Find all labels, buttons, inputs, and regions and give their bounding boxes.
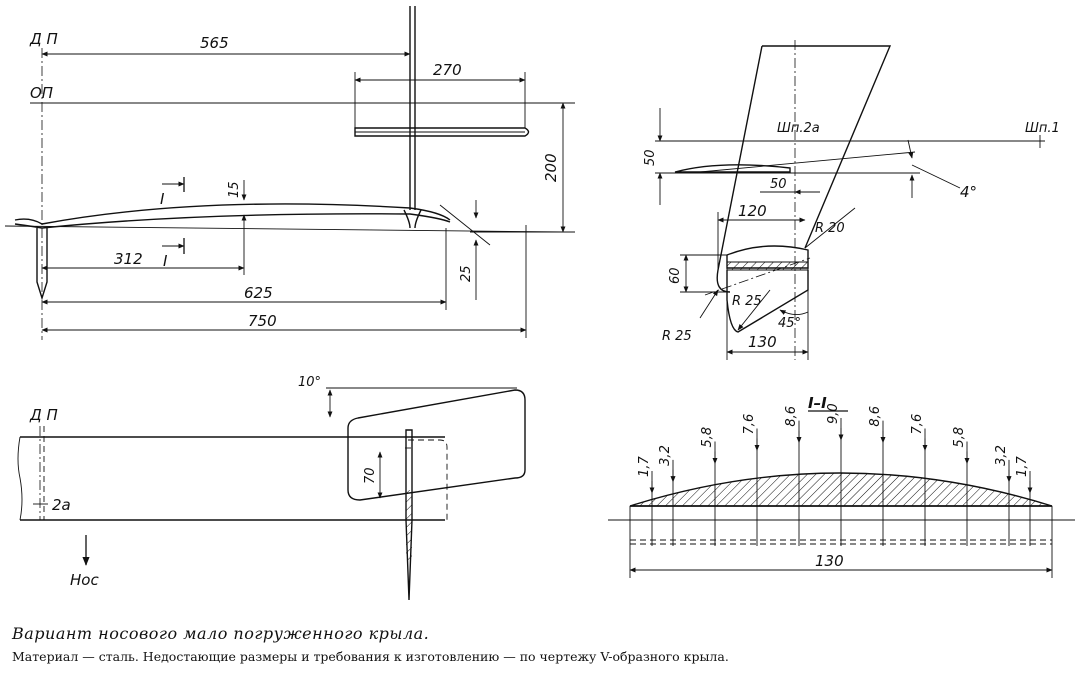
shp2a-label: Шп.2а (777, 121, 820, 136)
section-view: I–I 1,7 3,2 5,8 7,6 8,6 9,0 8,6 7,6 5,8 3,2 1,7 13… (608, 394, 1075, 578)
dim-200: 200 (542, 153, 560, 182)
radius-25-inner: R 25 (732, 294, 762, 309)
detail-view: Шп.2а Шп.1 50 4° 50 120 R 20 (643, 40, 1060, 360)
dim-270: 270 (433, 61, 462, 79)
angle-4: 4° (960, 183, 977, 201)
ordinate-label: 5,8 (700, 427, 715, 448)
dim-70: 70 (363, 467, 378, 484)
two-a-label: 2а (52, 496, 71, 514)
caption-note: Материал — сталь. Недостающие размеры и … (12, 649, 729, 664)
dim-625: 625 (244, 284, 273, 302)
ordinate-label: 7,6 (742, 414, 757, 435)
dim-565: 565 (200, 34, 229, 52)
ordinate-label: 1,7 (637, 456, 652, 477)
section-title: I–I (808, 394, 827, 412)
ordinate-label: 1,7 (1015, 456, 1030, 477)
ordinate-label: 7,6 (910, 414, 925, 435)
dim-750: 750 (248, 312, 277, 330)
ordinate-label: 3,2 (658, 445, 673, 466)
plan-view: Д П 10° 70 2а Нос (17, 375, 526, 601)
dim-312: 312 (114, 250, 143, 268)
caption-title: Вариант носового мало погруженного крыла… (12, 624, 430, 643)
ordinate-label: 8,6 (868, 406, 883, 427)
dim-50-vertical: 50 (643, 149, 658, 166)
technical-drawing: Д П ОП 565 270 200 (4, 6, 1075, 601)
caption: Вариант носового мало погруженного крыла… (12, 624, 1072, 664)
dim-130-detail: 130 (748, 333, 777, 351)
radius-25-outer: R 25 (662, 329, 692, 344)
shp1-label: Шп.1 (1025, 121, 1060, 136)
dim-120: 120 (738, 202, 767, 220)
angle-10: 10° (298, 375, 321, 390)
ordinate-label: 8,6 (784, 406, 799, 427)
section-mark-top: I (160, 190, 165, 208)
dim-50-horizontal: 50 (770, 177, 787, 192)
section-mark-bottom: I (163, 252, 168, 270)
side-view: Д П ОП 565 270 200 (4, 6, 575, 340)
dim-60: 60 (668, 267, 683, 284)
dim-130-section: 130 (815, 552, 844, 570)
dp-label: Д П (29, 30, 58, 48)
dim-15: 15 (227, 181, 242, 198)
dim-25: 25 (459, 265, 474, 282)
angle-45: 45° (778, 316, 801, 331)
ordinate-label: 5,8 (952, 427, 967, 448)
ordinate-label: 9,0 (826, 403, 841, 424)
ordinate-lines: 1,7 3,2 5,8 7,6 8,6 9,0 8,6 7,6 5,8 3,2 1,7 (637, 403, 1033, 546)
radius-20: R 20 (815, 221, 845, 236)
nose-label: Нос (70, 571, 99, 589)
plan-dp-label: Д П (29, 406, 58, 424)
ordinate-label: 3,2 (994, 445, 1009, 466)
op-label: ОП (30, 84, 53, 102)
